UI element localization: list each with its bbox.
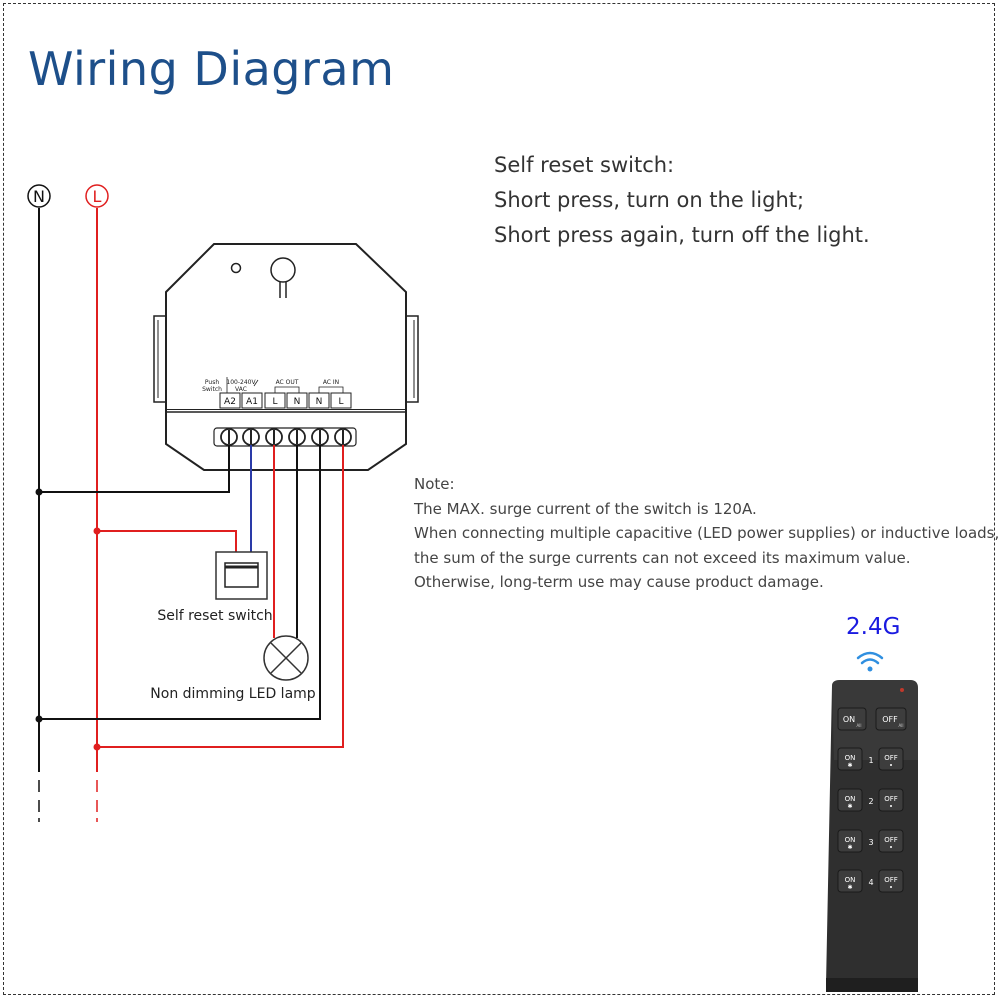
remote-all-row: ON All OFF All (837, 707, 907, 731)
frequency-label: 2.4G (846, 614, 901, 640)
remote-zone-off-text: OFF (884, 876, 898, 884)
wire-in-l (97, 445, 344, 748)
note-line: Otherwise, long-term use may cause produ… (414, 573, 824, 591)
remote-zone-2: ON ✱ 2 OFF (837, 788, 904, 812)
remote-zone-on-text: ON (845, 795, 856, 803)
page-frame (3, 3, 995, 995)
remote-zone-on-button[interactable] (837, 869, 863, 893)
terminal-block: A2 A1 L N N L (219, 392, 352, 409)
description-line: Short press again, turn off the light. (494, 223, 870, 247)
antenna-loop-icon (270, 257, 296, 283)
wire-live-to-switch (97, 530, 237, 552)
remote-zone-off-button[interactable] (878, 869, 904, 893)
terminal-in-l: L (338, 397, 343, 407)
remote-all-off-sub: All (899, 723, 904, 728)
svg-text:✱: ✱ (847, 803, 852, 810)
note-line: When connecting multiple capacitive (LED… (414, 524, 1000, 542)
description-line: Self reset switch: (494, 153, 675, 177)
remote-all-on-sub: All (857, 723, 862, 728)
remote-all-off-button[interactable] (875, 707, 907, 731)
svg-text:✱: ✱ (847, 844, 852, 851)
ac-in-label: AC IN (323, 379, 339, 386)
remote-zone-on-button[interactable] (837, 788, 863, 812)
page-title: Wiring Diagram (28, 42, 395, 96)
terminal-out-l: L (272, 397, 277, 407)
terminal-a2: A2 (224, 397, 236, 407)
self-reset-switch: Self reset switch (157, 551, 273, 624)
remote-zone-on-text: ON (845, 876, 856, 884)
description-line: Short press, turn on the light; (494, 188, 805, 212)
note-line: The MAX. surge current of the switch is … (414, 499, 757, 518)
ac-out-label: AC OUT (276, 379, 299, 386)
terminal-a1: A1 (246, 397, 258, 407)
remote-control: ON All OFF All ON ✱ 1 OFF ON ✱ 2 OFF (826, 680, 918, 992)
note-block: Note: The MAX. surge current of the swit… (414, 472, 999, 595)
remote-all-off-text: OFF (882, 715, 898, 724)
remote-zone-off-button[interactable] (878, 788, 904, 812)
remote-zone-off-text: OFF (884, 795, 898, 803)
remote-zone-off-button[interactable] (878, 829, 904, 853)
remote-zone-on-button[interactable] (837, 747, 863, 771)
screw-terminals (213, 427, 357, 447)
remote-zone-off-button[interactable] (878, 747, 904, 771)
remote-zone-on-text: ON (845, 754, 856, 762)
remote-zone-4: ON ✱ 4 OFF (837, 869, 904, 893)
switch-caption: Self reset switch (157, 608, 272, 624)
note-heading: Note: (414, 475, 455, 493)
remote-zone-on-button[interactable] (837, 829, 863, 853)
push-label: Push (205, 379, 219, 386)
remote-zone-off-text: OFF (884, 836, 898, 844)
remote-zone-number: 1 (868, 756, 873, 765)
live-label: L (93, 187, 102, 206)
wire-neutral-to-a2 (39, 445, 230, 493)
svg-text:✱: ✱ (847, 762, 852, 769)
remote-zone-on-text: ON (845, 836, 856, 844)
wiring (35, 445, 344, 751)
remote-all-on-text: ON (843, 715, 855, 724)
remote-zone-off-text: OFF (884, 754, 898, 762)
vac-label: VAC (235, 386, 247, 393)
remote-zone-number: 4 (868, 878, 873, 887)
wire-in-n (39, 445, 321, 720)
neutral-terminal-icon (27, 184, 51, 208)
status-led-icon (230, 262, 242, 274)
switch-description: Self reset switch: Short press, turn on … (494, 148, 870, 253)
switch-label: Switch (202, 386, 222, 393)
lamp-caption: Non dimming LED lamp (150, 686, 315, 702)
terminal-in-n: N (316, 397, 323, 407)
note-line: the sum of the surge currents can not ex… (414, 548, 911, 567)
wireless-signal-icon (856, 651, 884, 672)
live-terminal-icon (85, 184, 109, 208)
neutral-label: N (33, 187, 45, 206)
live-line: L (85, 184, 109, 822)
led-lamp: Non dimming LED lamp (150, 635, 316, 702)
remote-zone-number: 3 (868, 838, 873, 847)
voltage-label: 100-240V (226, 379, 256, 386)
switch-module: Push Switch 100-240V VAC AC OUT AC IN A2… (153, 243, 419, 471)
remote-zone-1: ON ✱ 1 OFF (837, 747, 904, 771)
neutral-line: N (27, 184, 51, 822)
svg-text:✱: ✱ (847, 884, 852, 891)
remote-all-on-button[interactable] (837, 707, 867, 731)
remote-zone-3: ON ✱ 3 OFF (837, 829, 904, 853)
remote-zone-number: 2 (868, 797, 873, 806)
terminal-out-n: N (294, 397, 301, 407)
